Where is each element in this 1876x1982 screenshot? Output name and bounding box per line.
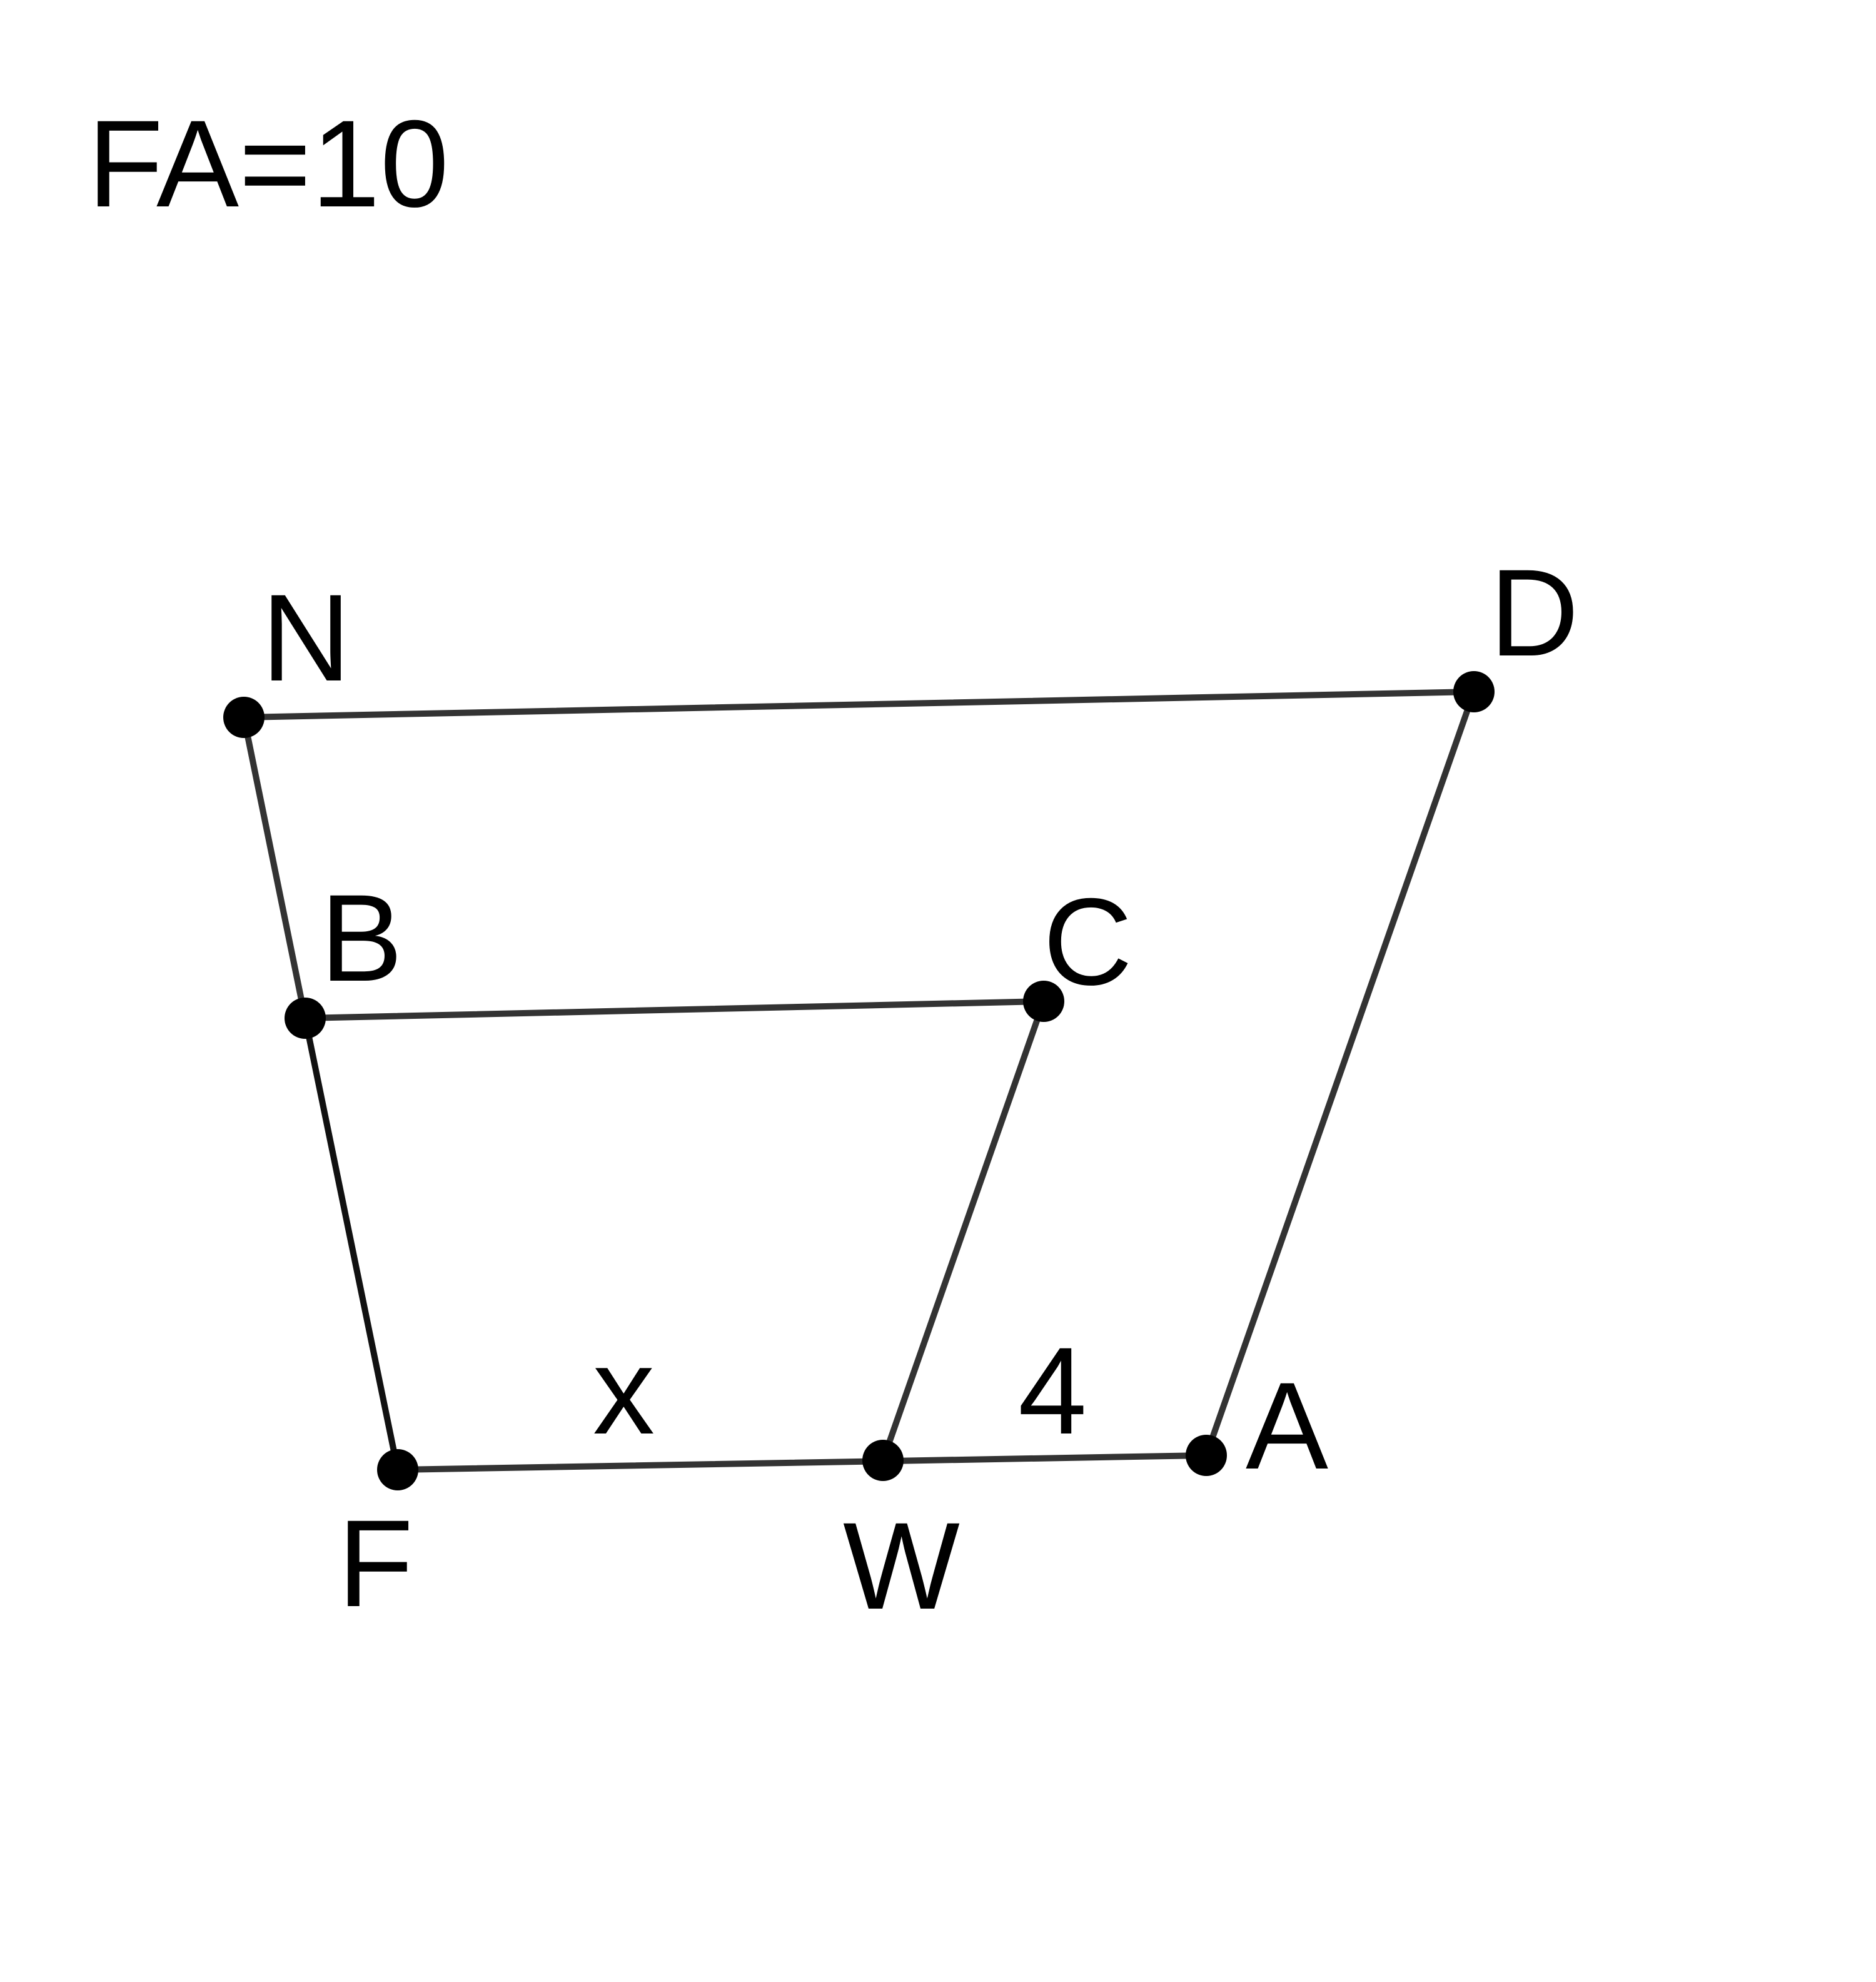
label-w: W	[843, 1497, 960, 1635]
point-b	[285, 998, 326, 1039]
segment-da	[1203, 689, 1477, 1459]
label-a: A	[1246, 1357, 1328, 1495]
label-d: D	[1490, 544, 1579, 682]
label-c: C	[1043, 872, 1132, 1011]
segment-fa	[395, 1452, 1209, 1473]
point-f	[377, 1449, 418, 1490]
given-statement: FA=10	[88, 94, 449, 233]
point-c	[1023, 981, 1064, 1022]
point-w	[862, 1440, 904, 1481]
point-n	[223, 697, 265, 738]
label-n: N	[261, 569, 351, 707]
label-segment-wa: 4	[1018, 1322, 1087, 1460]
label-b: B	[320, 869, 403, 1007]
segment-bc	[302, 998, 1047, 1021]
segment-cw	[880, 998, 1047, 1464]
label-f: F	[338, 1494, 413, 1632]
segment-bf	[302, 1015, 401, 1473]
point-d	[1453, 671, 1495, 712]
point-a	[1186, 1435, 1227, 1476]
segment-nb	[241, 714, 308, 1021]
label-segment-fw: x	[593, 1322, 655, 1460]
segment-nd	[241, 689, 1477, 720]
